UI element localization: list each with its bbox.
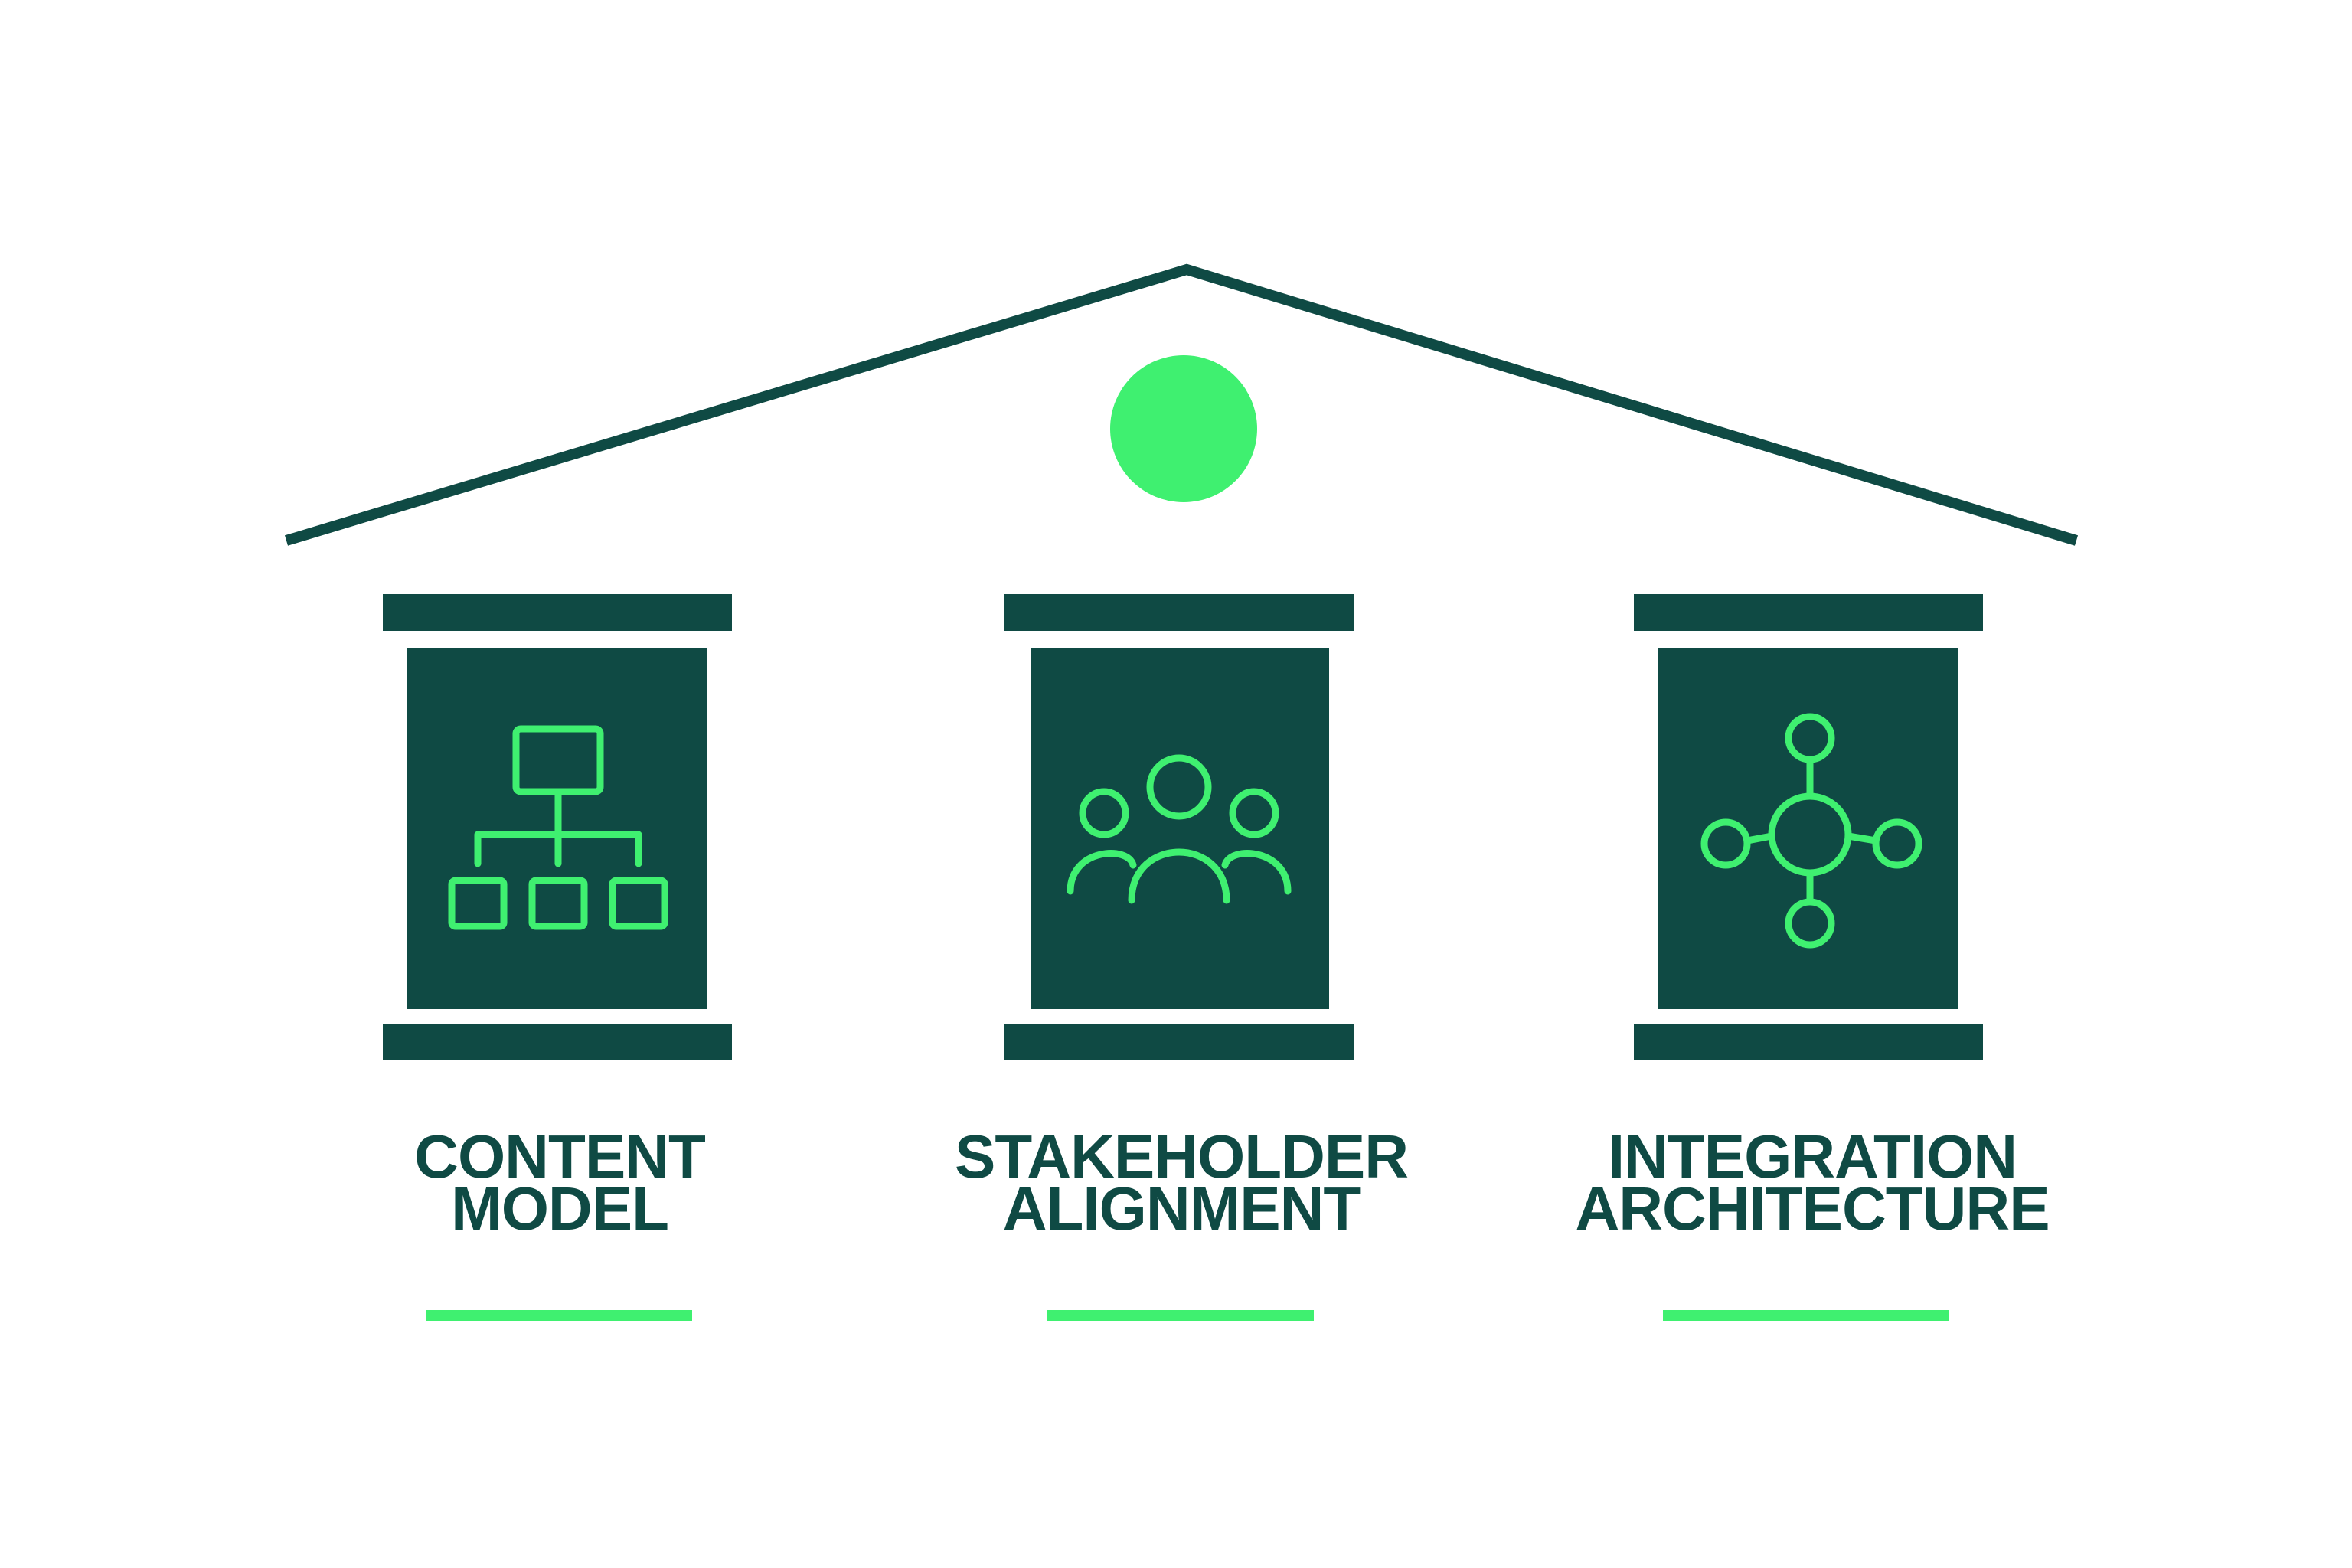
- pillar-capital: [1634, 594, 1983, 631]
- label-content-model: CONTENT MODEL: [269, 1122, 851, 1243]
- underline-integration-architecture: [1663, 1310, 1949, 1321]
- underline-stakeholder-alignment: [1047, 1310, 1314, 1321]
- pillar-base: [1004, 1024, 1354, 1060]
- pillar-integration-architecture: [1634, 594, 1983, 1060]
- label-line: INTEGRATION: [1607, 1122, 2017, 1191]
- pillar-capital: [383, 594, 732, 631]
- label-line: CONTENT: [414, 1122, 706, 1191]
- pillar-capital: [1004, 594, 1354, 631]
- pillar-shaft: [1031, 648, 1329, 1009]
- hierarchy-icon: [448, 725, 668, 930]
- pillar-base: [1634, 1024, 1983, 1060]
- label-line: ARCHITECTURE: [1575, 1174, 2050, 1243]
- apex-circle: [1110, 355, 1257, 502]
- label-line: STAKEHOLDER: [955, 1122, 1409, 1191]
- pillar-stakeholder-alignment: [1004, 594, 1354, 1060]
- label-stakeholder-alignment: STAKEHOLDER ALIGNMENT: [890, 1122, 1472, 1243]
- label-integration-architecture: INTEGRATION ARCHITECTURE: [1521, 1122, 2103, 1243]
- label-line: ALIGNMENT: [1002, 1174, 1361, 1243]
- pillar-base: [383, 1024, 732, 1060]
- roof-line: [284, 263, 2079, 546]
- pillar-content-model: [383, 594, 732, 1060]
- network-hub-icon: [1700, 713, 1922, 949]
- people-group-icon: [1067, 754, 1292, 904]
- underline-content-model: [426, 1310, 692, 1321]
- label-line: MODEL: [451, 1174, 669, 1243]
